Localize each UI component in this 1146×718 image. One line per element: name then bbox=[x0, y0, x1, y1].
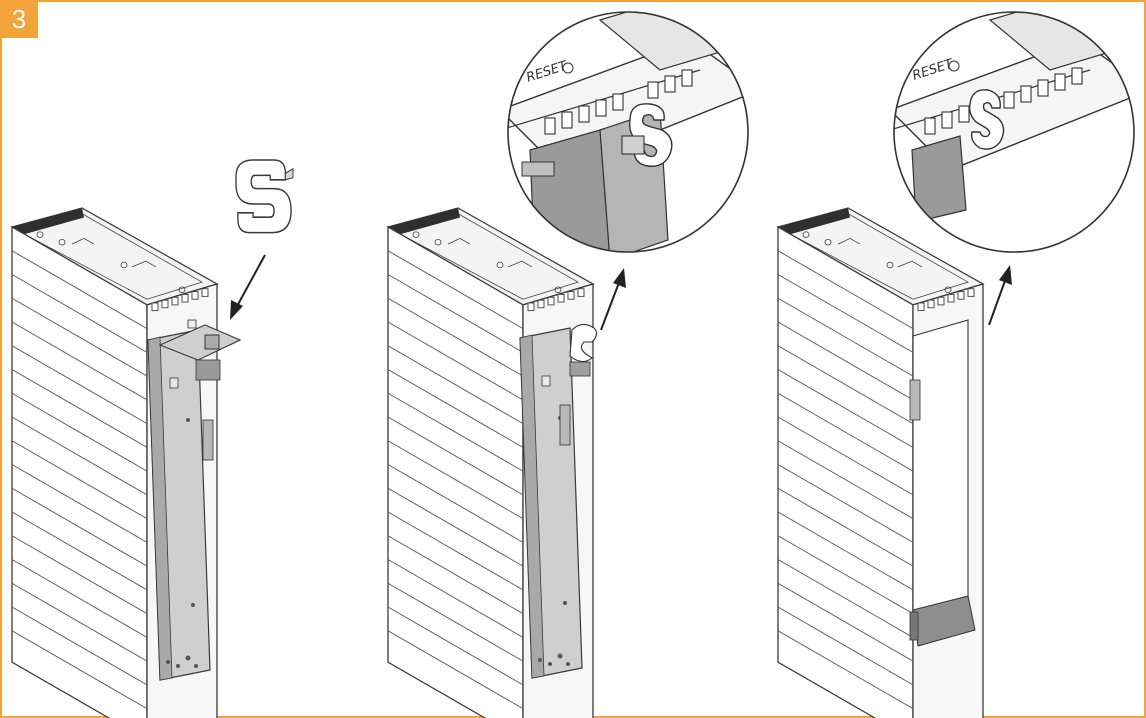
figure-3-module bbox=[777, 207, 984, 718]
arrow-remove-icon bbox=[600, 268, 626, 331]
detail-callout-3: RESET bbox=[893, 11, 1135, 253]
figure-1-module bbox=[11, 207, 242, 718]
figure-2-module bbox=[387, 207, 598, 718]
clip-part bbox=[235, 159, 294, 234]
step-number-badge: 3 bbox=[0, 0, 38, 38]
arrow-insert-icon bbox=[230, 254, 266, 320]
detail-callout-2: RESET bbox=[507, 11, 749, 253]
arrow-lift-icon bbox=[988, 265, 1012, 326]
